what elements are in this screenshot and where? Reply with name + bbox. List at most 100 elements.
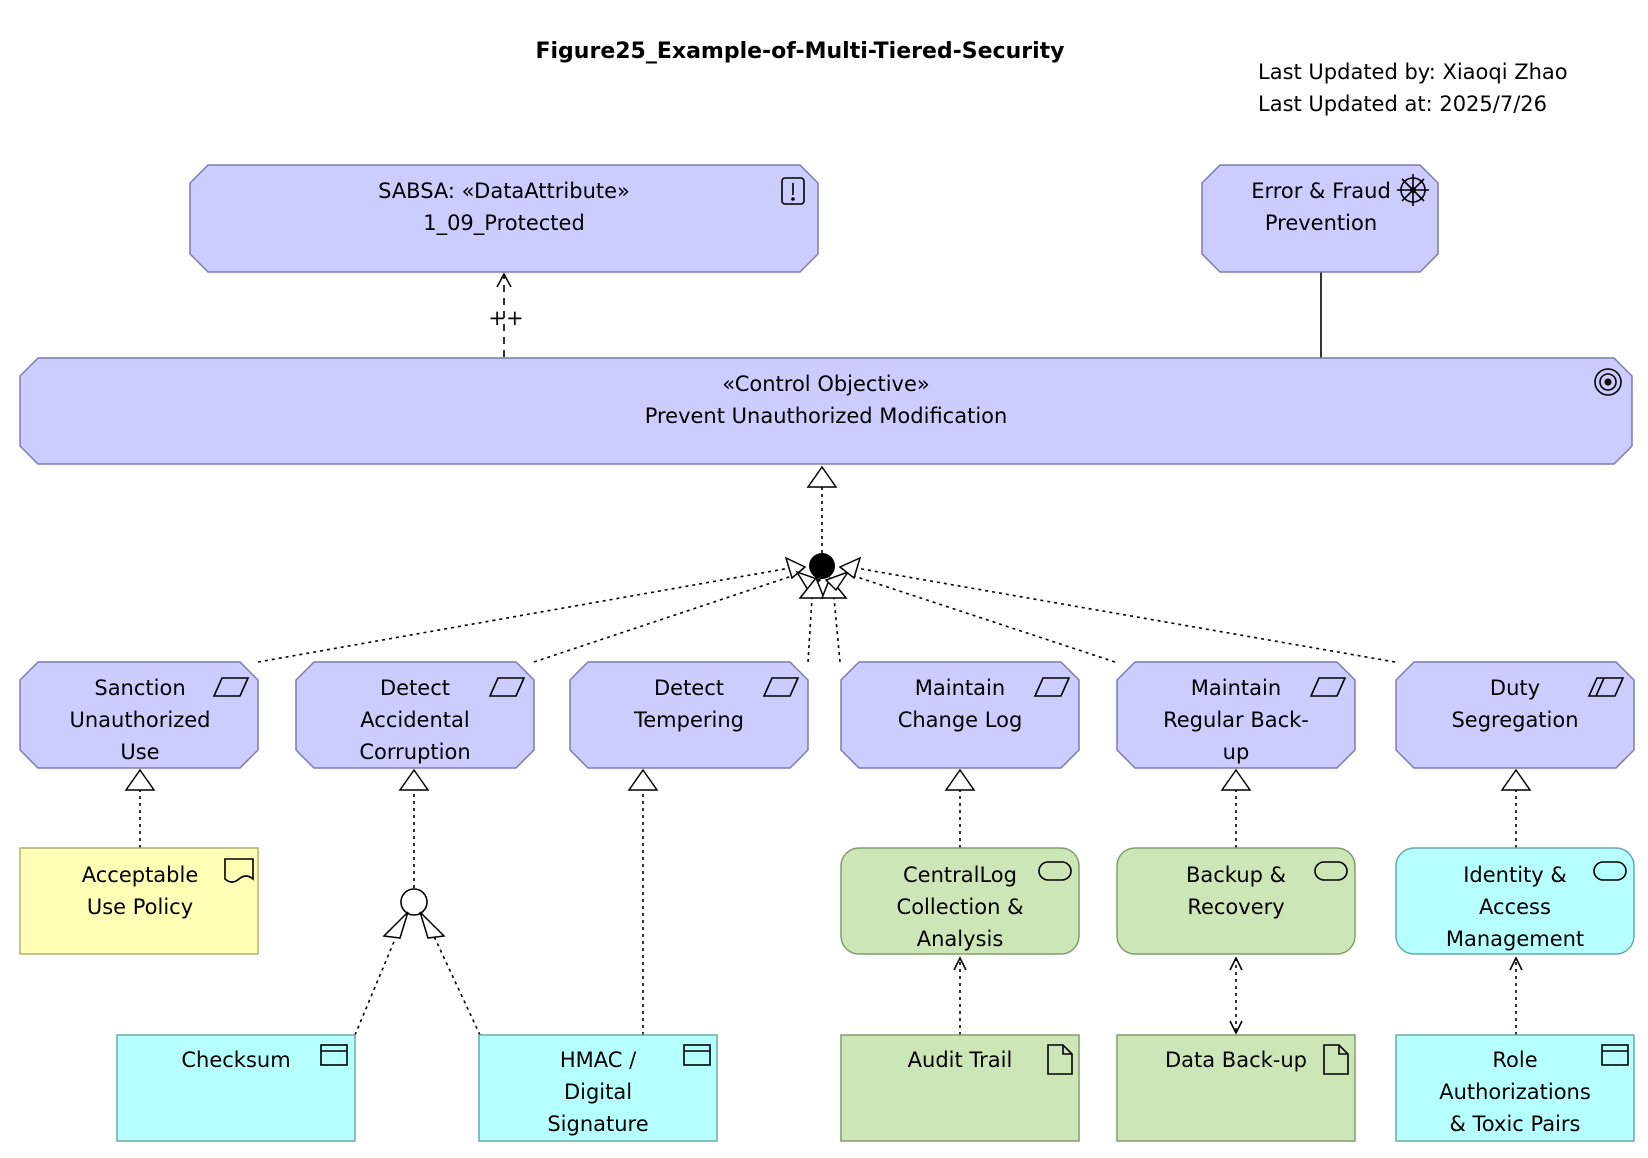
svg-text:CentralLog: CentralLog xyxy=(903,863,1017,887)
realization-arrowhead xyxy=(398,768,430,791)
realization-edge-log[interactable] xyxy=(833,597,841,663)
svg-text:SABSA: «DataAttribute»: SABSA: «DataAttribute» xyxy=(378,179,630,203)
node-detect-corruption[interactable]: Detect Accidental Corruption xyxy=(295,661,535,769)
requirement-icon xyxy=(1309,677,1347,697)
svg-text:up: up xyxy=(1223,740,1250,764)
realization-arrowhead xyxy=(124,768,156,791)
node-sanction[interactable]: Sanction Unauthorized Use xyxy=(19,661,259,769)
node-duty-segregation[interactable]: Duty Segregation xyxy=(1395,661,1635,769)
artifact-icon xyxy=(1047,1044,1073,1075)
access-arrowhead xyxy=(1229,1020,1243,1035)
node-iam[interactable]: Identity & Access Management xyxy=(1395,847,1635,955)
svg-text:Collection &: Collection & xyxy=(897,895,1024,919)
svg-text:Corruption: Corruption xyxy=(359,740,470,764)
svg-text:1_09_Protected: 1_09_Protected xyxy=(423,211,585,236)
influence-label: ++ xyxy=(488,306,523,330)
constraint-icon xyxy=(1587,677,1625,697)
component-icon xyxy=(683,1044,711,1066)
svg-text:Duty: Duty xyxy=(1490,676,1540,700)
realization-arrowhead xyxy=(806,465,838,488)
node-detect-tempering[interactable]: Detect Tempering xyxy=(569,661,809,769)
node-centrallog[interactable]: CentralLog Collection & Analysis xyxy=(840,847,1080,955)
svg-text:Segregation: Segregation xyxy=(1451,708,1578,732)
svg-text:Access: Access xyxy=(1479,895,1551,919)
node-acceptable-use[interactable]: Acceptable Use Policy xyxy=(19,847,259,955)
realization-arrowhead xyxy=(838,556,862,580)
node-audit-trail[interactable]: Audit Trail xyxy=(840,1034,1080,1142)
svg-text:Backup &: Backup & xyxy=(1186,863,1286,887)
node-checksum[interactable]: Checksum xyxy=(116,1034,356,1142)
requirement-icon xyxy=(762,677,800,697)
component-icon xyxy=(1601,1044,1629,1066)
realization-arrowhead xyxy=(419,911,446,939)
service-icon xyxy=(1593,861,1627,881)
svg-text:Management: Management xyxy=(1446,927,1584,951)
realization-edge-backup[interactable] xyxy=(853,575,1116,663)
realization-arrowhead xyxy=(627,768,659,791)
realization-edge-sanction[interactable] xyxy=(257,567,791,663)
or-junction[interactable] xyxy=(400,888,428,916)
svg-text:Digital: Digital xyxy=(564,1080,632,1104)
node-maintain-log[interactable]: Maintain Change Log xyxy=(840,661,1080,769)
realization-arrowhead xyxy=(1220,768,1252,791)
realization-edge-corruption[interactable] xyxy=(533,575,793,663)
representation-icon xyxy=(224,858,254,883)
svg-text:Recovery: Recovery xyxy=(1187,895,1284,919)
svg-text:Detect: Detect xyxy=(380,676,450,700)
svg-text:Acceptable: Acceptable xyxy=(82,863,199,887)
realization-edge-checksum[interactable] xyxy=(354,931,399,1036)
svg-text:«Control Objective»: «Control Objective» xyxy=(722,372,930,396)
access-arrowhead xyxy=(1229,956,1243,971)
svg-text:Prevention: Prevention xyxy=(1265,211,1377,235)
realization-arrowhead xyxy=(798,576,826,599)
svg-text:Audit Trail: Audit Trail xyxy=(908,1048,1013,1072)
svg-text:Analysis: Analysis xyxy=(917,927,1004,951)
node-sabsa[interactable]: SABSA: «DataAttribute» 1_09_Protected xyxy=(189,164,819,273)
svg-text:Data Back-up: Data Back-up xyxy=(1165,1048,1307,1072)
service-icon xyxy=(1038,861,1072,881)
realization-edge-hmac[interactable] xyxy=(431,931,481,1036)
svg-text:Maintain: Maintain xyxy=(915,676,1005,700)
goal-icon xyxy=(1594,368,1622,396)
svg-text:Authorizations: Authorizations xyxy=(1439,1080,1591,1104)
svg-text:Regular Back-: Regular Back- xyxy=(1163,708,1309,732)
last-updated-by: Last Updated by: Xiaoqi Zhao xyxy=(1258,60,1568,84)
driver-icon xyxy=(1397,174,1429,206)
realization-arrowhead xyxy=(944,768,976,791)
svg-text:& Toxic Pairs: & Toxic Pairs xyxy=(1450,1112,1581,1136)
node-role-auth[interactable]: Role Authorizations & Toxic Pairs xyxy=(1395,1034,1635,1142)
svg-text:Change Log: Change Log xyxy=(898,708,1023,732)
requirement-icon xyxy=(1033,677,1071,697)
last-updated-at: Last Updated at: 2025/7/26 xyxy=(1258,92,1547,116)
access-arrowhead xyxy=(1509,956,1523,971)
service-icon xyxy=(1314,861,1348,881)
svg-text:Use: Use xyxy=(120,740,159,764)
svg-text:Sanction: Sanction xyxy=(94,676,185,700)
node-hmac[interactable]: HMAC / Digital Signature xyxy=(478,1034,718,1142)
diagram-title: Figure25_Example-of-Multi-Tiered-Securit… xyxy=(535,39,1064,64)
realization-edge-tempering[interactable] xyxy=(807,597,813,663)
svg-text:HMAC /: HMAC / xyxy=(560,1048,637,1072)
svg-text:Unauthorized: Unauthorized xyxy=(70,708,211,732)
realization-arrowhead xyxy=(824,570,850,592)
influence-arrowhead xyxy=(496,272,512,288)
component-icon xyxy=(320,1044,348,1066)
requirement-icon xyxy=(212,677,250,697)
node-backup-recovery[interactable]: Backup & Recovery xyxy=(1116,847,1356,955)
realization-arrowhead xyxy=(1500,768,1532,791)
realization-edge-duty[interactable] xyxy=(855,567,1396,663)
requirement-icon xyxy=(488,677,526,697)
node-data-backup[interactable]: Data Back-up xyxy=(1116,1034,1356,1142)
node-control-objective[interactable]: «Control Objective» Prevent Unauthorized… xyxy=(19,357,1633,465)
svg-text:Tempering: Tempering xyxy=(633,708,744,732)
svg-text:Identity &: Identity & xyxy=(1463,863,1567,887)
svg-text:Role: Role xyxy=(1492,1048,1537,1072)
requirement-icon xyxy=(781,177,805,205)
node-maintain-backup[interactable]: Maintain Regular Back- up xyxy=(1116,661,1356,769)
svg-text:Maintain: Maintain xyxy=(1191,676,1281,700)
and-junction[interactable] xyxy=(809,553,835,579)
node-error-fraud[interactable]: Error & Fraud Prevention xyxy=(1201,164,1439,273)
svg-text:Signature: Signature xyxy=(547,1112,648,1136)
access-arrowhead xyxy=(953,956,967,971)
